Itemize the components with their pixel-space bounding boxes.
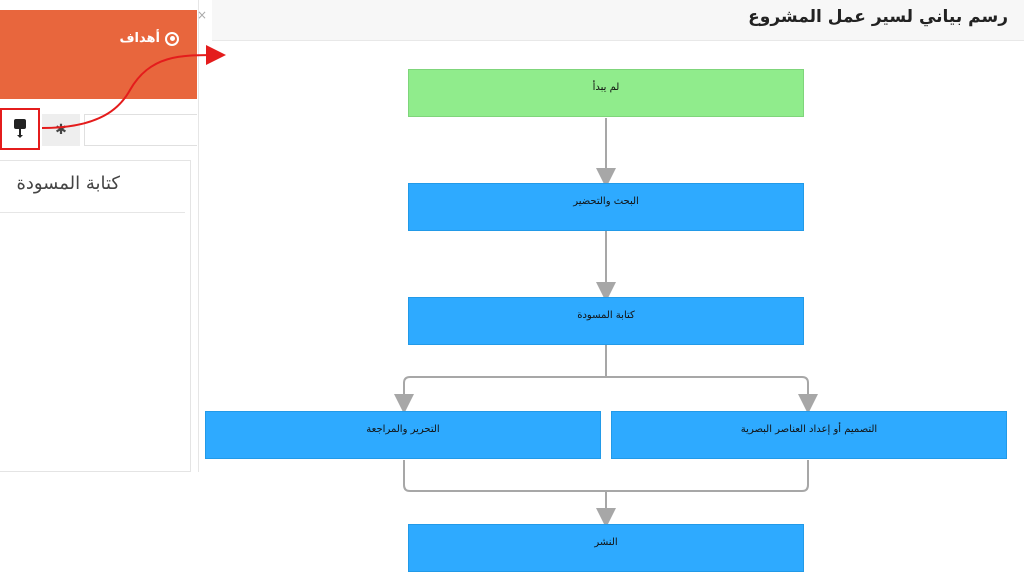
draft-card-label: كتابة المسودة [16,173,120,194]
target-icon [165,31,179,46]
goals-card-header: أهداف [0,10,197,99]
paint-roller-icon [14,119,26,139]
divider [0,212,185,213]
node-publish-label: النشر [594,537,618,548]
goals-title-text: أهداف [119,31,160,46]
node-publish[interactable]: النشر [408,524,804,572]
node-not-started[interactable]: لم يبدأ [408,69,804,117]
node-research-label: البحث والتحضير [573,196,639,207]
draft-card: كتابة المسودة [0,160,191,472]
node-draft-label: كتابة المسودة [577,310,635,321]
node-research[interactable]: البحث والتحضير [408,183,804,231]
node-editing-label: التحرير والمراجعة [366,424,440,435]
node-not-started-label: لم يبدأ [592,82,620,93]
node-draft[interactable]: كتابة المسودة [408,297,804,345]
chart-title: رسم بياني لسير عمل المشروع [748,7,1008,27]
close-icon[interactable]: × [197,8,208,22]
paint-format-button[interactable] [0,108,40,150]
node-design-label: التصميم أو إعداد العناصر البصرية [740,424,878,435]
toolbar-input[interactable] [84,114,197,146]
node-design[interactable]: التصميم أو إعداد العناصر البصرية [611,411,1007,459]
chart-header: رسم بياني لسير عمل المشروع [212,0,1024,41]
gear-icon: ✱ [55,122,67,138]
goals-card-title[interactable]: أهداف [119,31,179,46]
gear-button[interactable]: ✱ [42,114,80,146]
node-editing[interactable]: التحرير والمراجعة [205,411,601,459]
